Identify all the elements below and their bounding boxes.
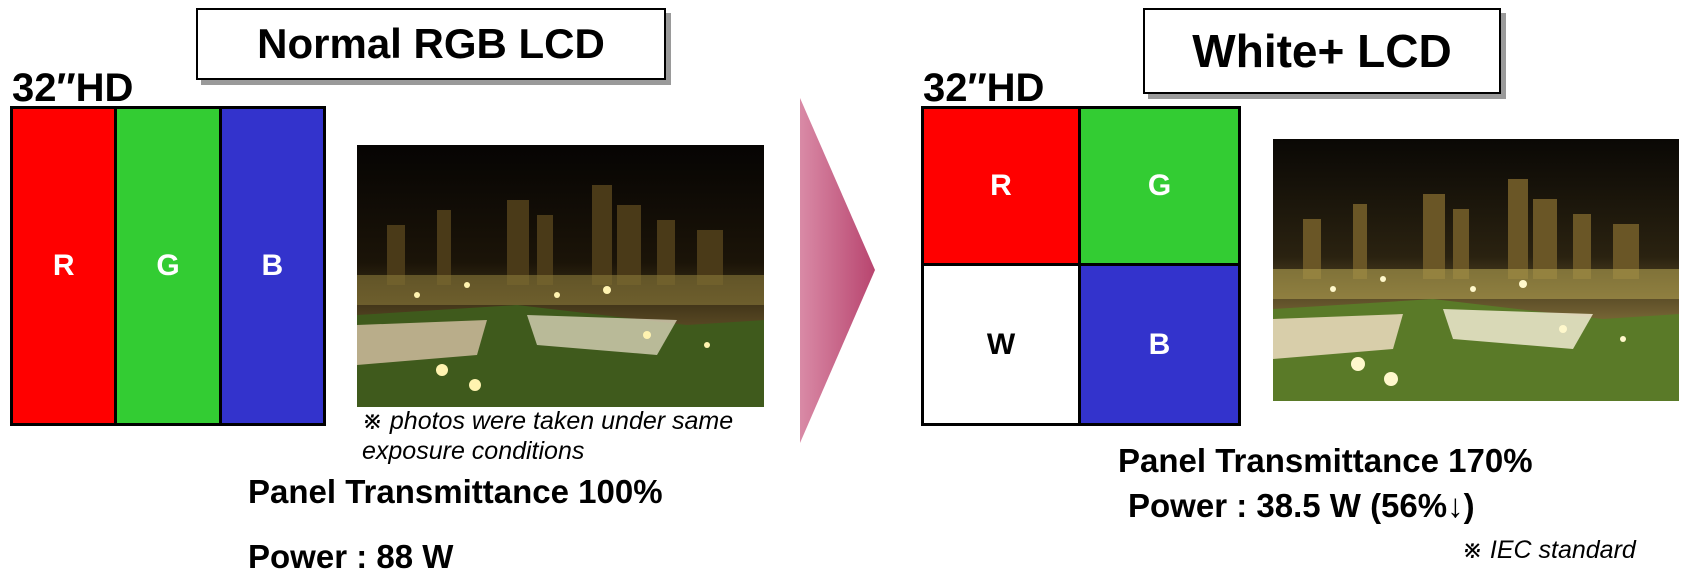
subpixel-blue: B [221, 109, 323, 423]
subpixel-red: R [924, 109, 1081, 266]
white-plus-lcd-title: White+ LCD [1143, 8, 1501, 94]
subpixel-green: G [1081, 109, 1238, 266]
subpixel-blue: B [1081, 266, 1238, 423]
rgb-subpixel-diagram: R G B [10, 106, 326, 426]
white-plus-lcd-power: Power : 38.5 W (56%↓) [1128, 487, 1475, 524]
white-plus-lcd-night-city-photo [1273, 139, 1679, 401]
iec-standard-note: ※ IEC standard [1462, 536, 1636, 564]
normal-lcd-transmittance: Panel Transmittance 100% [248, 473, 663, 510]
subpixel-red: R [13, 109, 118, 423]
rgbw-subpixel-diagram: R G W B [921, 106, 1241, 426]
white-plus-lcd-transmittance: Panel Transmittance 170% [1118, 442, 1533, 479]
photo-exposure-note: ※ photos were taken under same exposure … [362, 407, 734, 465]
white-plus-lcd-model-label: 32″HD [923, 66, 1045, 110]
subpixel-green: G [117, 109, 222, 423]
chevron-right-arrow-icon [800, 98, 875, 443]
normal-lcd-night-city-photo [357, 145, 764, 407]
normal-lcd-power: Power : 88 W [248, 538, 454, 573]
normal-lcd-model-label: 32″HD [12, 66, 134, 110]
subpixel-white: W [924, 266, 1081, 423]
normal-lcd-title: Normal RGB LCD [196, 8, 666, 80]
